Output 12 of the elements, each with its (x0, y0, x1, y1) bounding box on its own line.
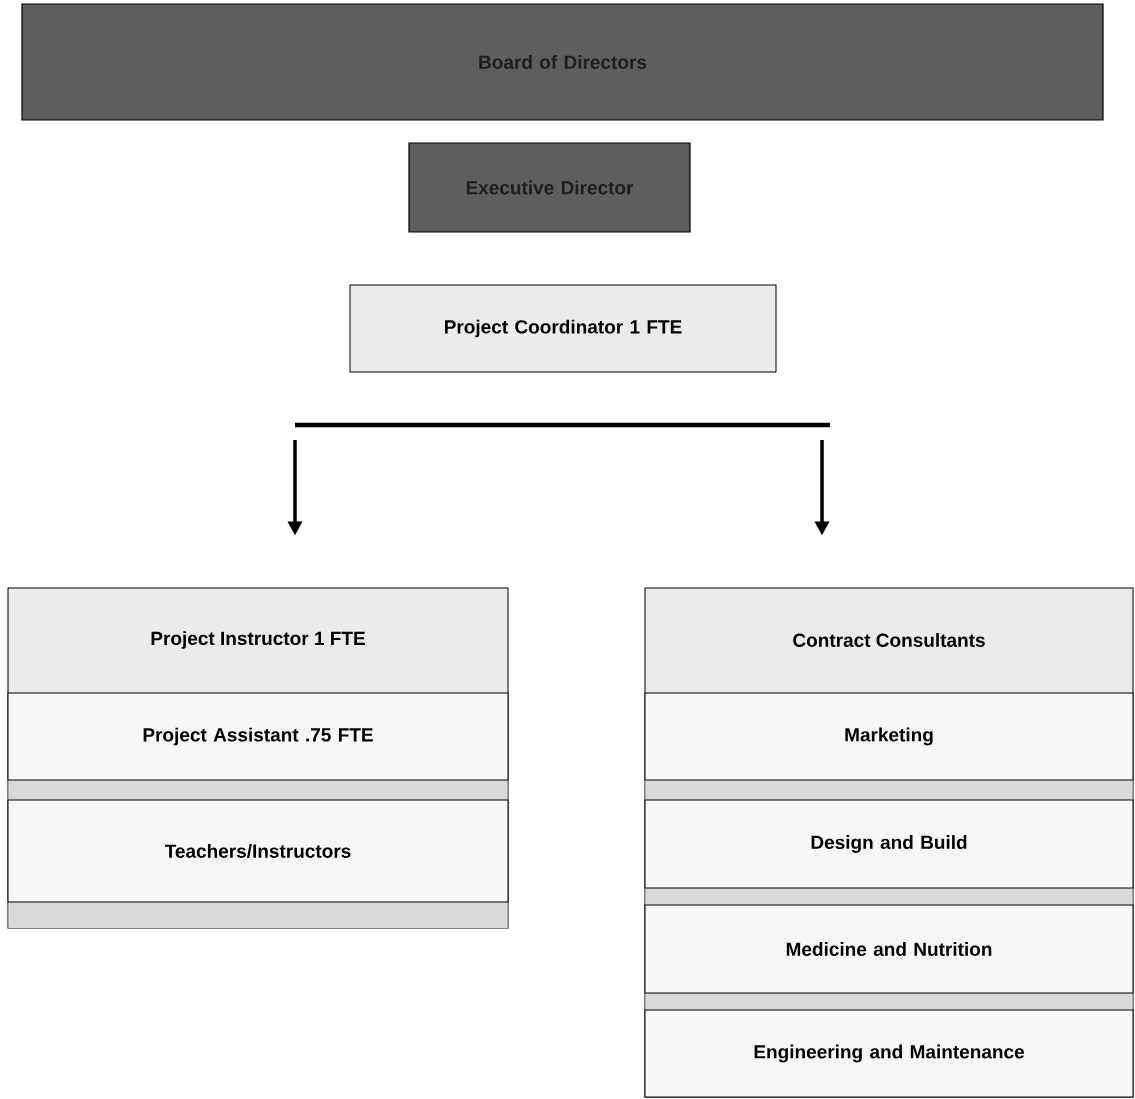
branch-line (295, 422, 830, 428)
title-box: Executive Director (408, 142, 691, 233)
group-box: Project Instructor 1 FTE Project Assistant .75 FTE Teachers/Instructors (7, 587, 509, 929)
row-box: Medicine and Nutrition (644, 904, 1134, 994)
row-box: Marketing (644, 692, 1134, 781)
row-box: Teachers/Instructors (7, 799, 509, 903)
role-box: Project Coordinator 1 FTE (349, 284, 777, 373)
row-box: Engineering and Maintenance (644, 1009, 1134, 1098)
group-box: Contract Consultants Marketing Design and Build Medicine and Nutrition Engineering and Maintenance (644, 587, 1134, 1098)
title-box: Board of Directors (21, 3, 1104, 121)
row-box: Design and Build (644, 799, 1134, 889)
row-box: Project Assistant .75 FTE (7, 692, 509, 781)
